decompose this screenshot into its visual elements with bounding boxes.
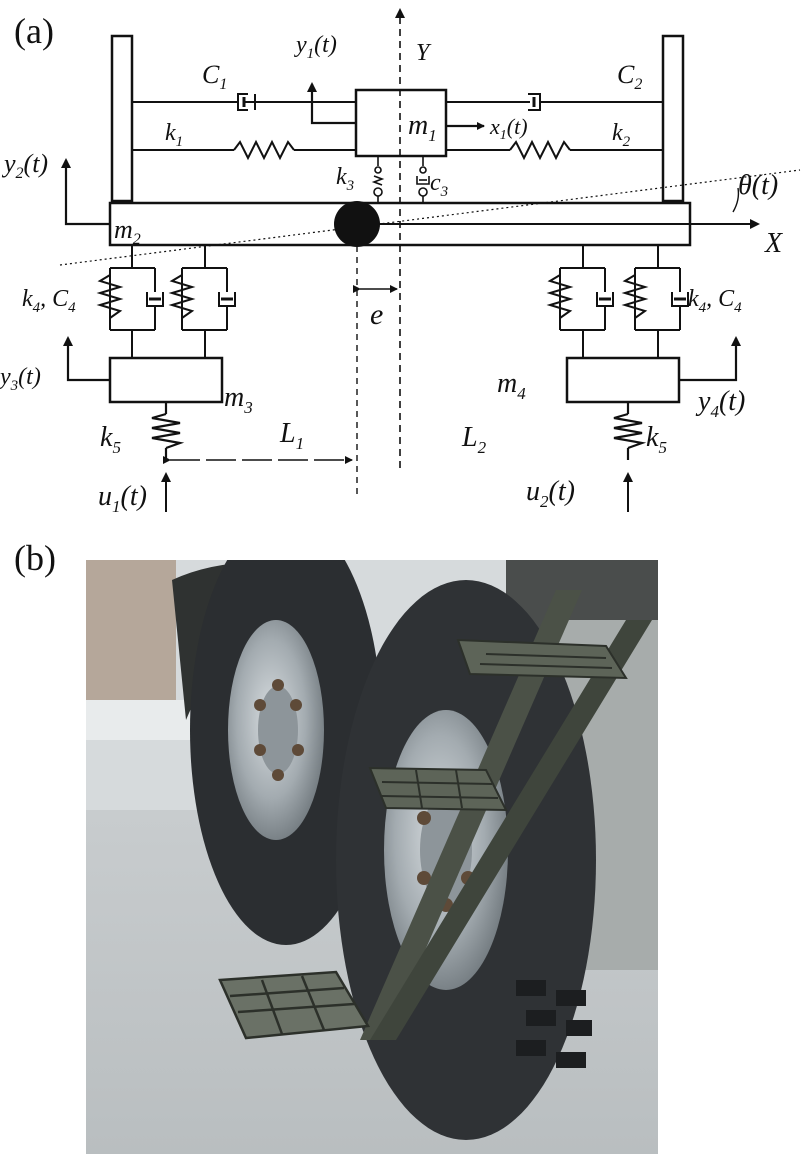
label-y1: y1(t) — [294, 32, 337, 62]
label-u2: u2(t) — [526, 476, 575, 511]
vehicle-suspension-diagram: C1 C2 k1 k2 m1 y1(t) x1(t) Y X θ(t) k3 c… — [0, 8, 801, 516]
label-m1: m1 — [408, 110, 437, 145]
step-ladder — [218, 590, 652, 1040]
label-l1: L1 — [279, 418, 304, 453]
label-c3: c3 — [430, 170, 448, 200]
label-y-axis: Y — [416, 40, 432, 66]
mass-m1 — [354, 88, 448, 158]
damper-c2 — [446, 93, 663, 111]
panel-a-label: (a) — [14, 11, 54, 51]
left-post — [110, 34, 134, 203]
label-u1: u1(t) — [98, 481, 147, 516]
damper-c3 — [416, 156, 430, 203]
label-c2: C2 — [617, 60, 642, 93]
lug-nuts-left — [254, 679, 304, 781]
panel-b-label: (b) — [14, 538, 56, 578]
y4-arrow — [679, 336, 741, 382]
label-l2: L2 — [461, 422, 487, 457]
label-k3: k3 — [336, 164, 354, 194]
pitch-reference-line — [59, 169, 801, 266]
wall — [86, 560, 176, 710]
wall-base — [86, 700, 196, 740]
tread-pattern — [516, 980, 592, 1068]
hub-left — [258, 686, 298, 774]
label-k4-c4-right: k4, C4 — [688, 286, 742, 316]
label-k5-left: k5 — [100, 422, 121, 457]
label-k5-right: k5 — [646, 422, 667, 457]
spring-k3 — [371, 156, 385, 203]
y2-arrow — [61, 158, 110, 226]
theta-arc — [732, 187, 740, 213]
right-suspension — [546, 245, 689, 358]
center-of-gravity — [334, 201, 380, 247]
label-m2: m2 — [114, 215, 141, 248]
label-c1: C1 — [202, 60, 227, 93]
label-e: e — [370, 298, 383, 331]
label-y4: y4(t) — [695, 386, 745, 421]
label-k1: k1 — [165, 120, 183, 150]
label-x1: x1(t) — [489, 114, 528, 143]
mass-m4 — [565, 356, 681, 404]
label-y2: y2(t) — [1, 149, 48, 182]
truck-wheel-step-photo — [86, 560, 658, 1154]
step-top — [456, 638, 628, 680]
tire-spring-right — [613, 402, 647, 460]
label-theta: θ(t) — [738, 170, 778, 201]
label-k4-c4-left: k4, C4 — [22, 286, 76, 316]
label-m3: m3 — [224, 382, 253, 417]
spring-k1 — [132, 139, 356, 161]
tire-spring-left — [151, 402, 185, 460]
damper-c1 — [132, 93, 356, 111]
spring-k2 — [446, 139, 663, 161]
right-post — [661, 34, 685, 203]
label-m4: m4 — [497, 368, 526, 403]
label-x-axis: X — [764, 228, 783, 259]
left-suspension — [96, 245, 236, 358]
label-k2: k2 — [612, 120, 631, 150]
y1-arrow — [307, 82, 356, 125]
label-y3: y3(t) — [0, 364, 41, 394]
step-middle — [368, 766, 508, 812]
y3-arrow — [63, 336, 110, 382]
mass-m3 — [108, 356, 224, 404]
